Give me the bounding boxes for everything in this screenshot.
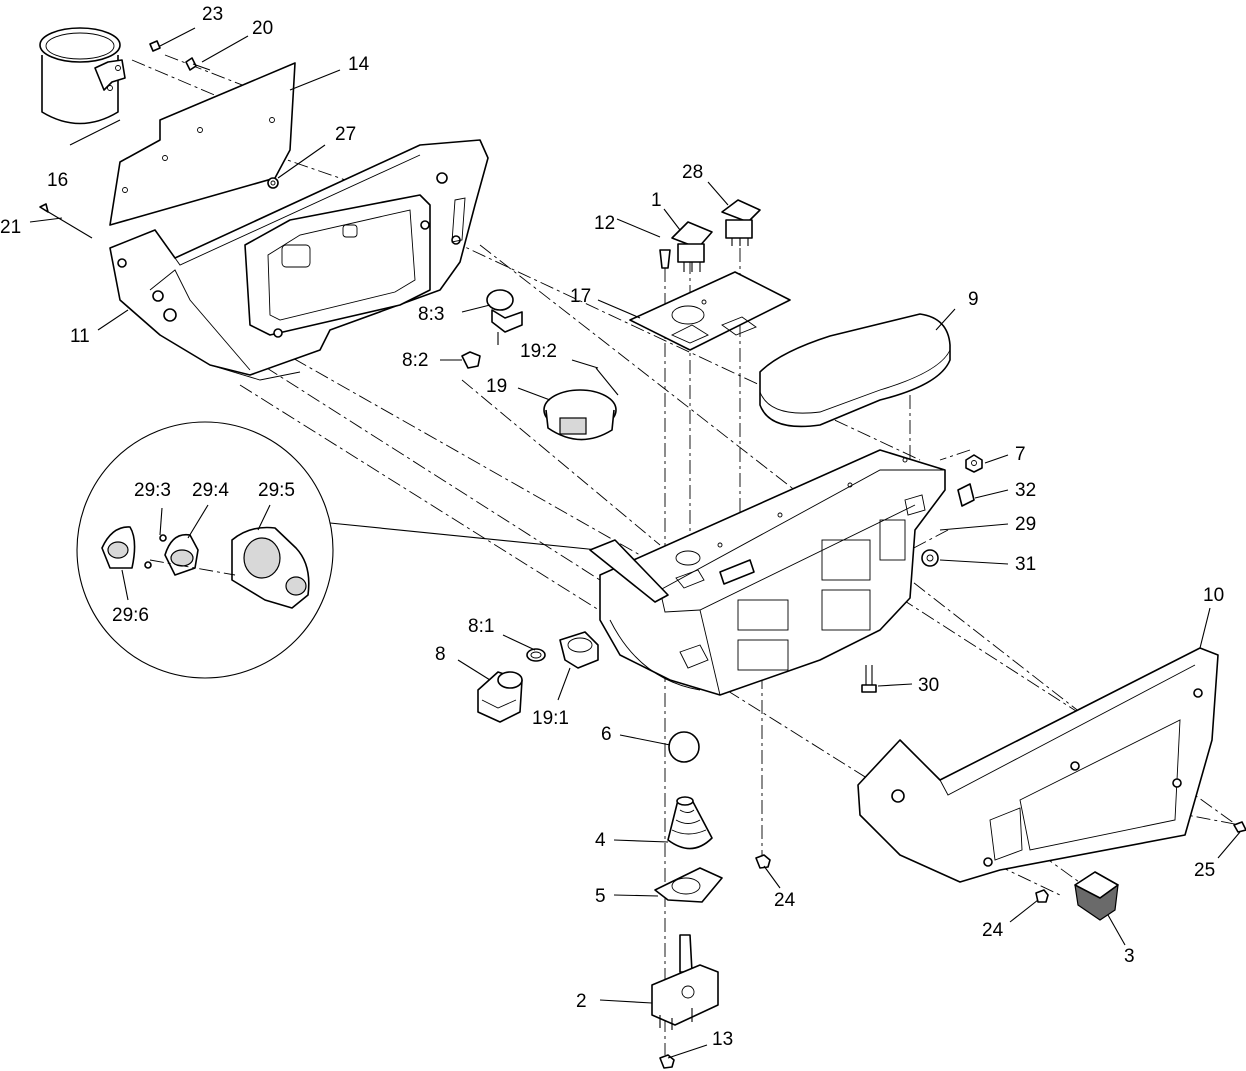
leader-lines [29, 27, 1241, 1059]
callout-12: 12 [594, 213, 615, 234]
callout-32: 32 [1015, 480, 1036, 501]
callout-11: 11 [70, 326, 90, 347]
mount-plate [589, 539, 669, 603]
knob-assembly [543, 367, 619, 441]
callout-labels: 1 2 3 4 5 6 7 8 8:1 8:2 8:3 9 10 11 12 1… [0, 4, 1224, 1050]
right-side-panel [857, 647, 1219, 883]
callout-24-right: 24 [982, 920, 1004, 941]
callout-19-2: 19:2 [520, 341, 557, 362]
callout-24-center: 24 [774, 890, 796, 911]
callout-1: 1 [651, 190, 662, 211]
callout-7: 7 [1015, 444, 1026, 465]
callout-14: 14 [348, 54, 370, 75]
detail-circle [76, 421, 599, 679]
callout-6: 6 [601, 724, 612, 745]
callout-8-2: 8:2 [402, 350, 428, 371]
arm-rest [759, 313, 951, 428]
callout-10: 10 [1203, 585, 1224, 606]
callout-20: 20 [252, 18, 273, 39]
hardware-upper-left [39, 40, 279, 239]
callout-4: 4 [595, 830, 606, 851]
callout-9: 9 [968, 289, 979, 310]
callout-29-5: 29:5 [258, 480, 295, 501]
left-side-panel [109, 139, 489, 381]
callout-27: 27 [335, 124, 356, 145]
key-switch-upper [461, 289, 523, 369]
callout-28: 28 [682, 162, 703, 183]
callout-21: 21 [0, 217, 21, 238]
callout-17: 17 [570, 286, 591, 307]
callout-29-4: 29:4 [192, 480, 229, 501]
side-plate [109, 62, 296, 226]
cup-holder [39, 27, 126, 125]
switch-group [659, 199, 761, 272]
decal-plate [629, 271, 791, 351]
callout-29-3: 29:3 [134, 480, 171, 501]
callout-8-1: 8:1 [468, 616, 494, 637]
callout-3: 3 [1124, 946, 1135, 967]
switch-housing [477, 631, 599, 723]
callout-16: 16 [47, 170, 68, 191]
callout-25: 25 [1194, 860, 1215, 881]
callout-8-3: 8:3 [418, 304, 444, 325]
callout-5: 5 [595, 886, 606, 907]
callout-19: 19 [486, 376, 507, 397]
callout-8: 8 [435, 644, 446, 665]
callout-19-1: 19:1 [532, 708, 569, 729]
callout-30: 30 [918, 675, 939, 696]
callout-2: 2 [576, 991, 587, 1012]
callout-29-6: 29:6 [112, 605, 149, 626]
callout-23: 23 [202, 4, 223, 25]
callout-13: 13 [712, 1029, 733, 1050]
joystick-stack [651, 731, 723, 1069]
callout-31: 31 [1015, 554, 1036, 575]
hardware-right [861, 454, 983, 693]
console-frame [599, 449, 946, 696]
hardware-lower [755, 821, 1246, 921]
callout-29: 29 [1015, 514, 1036, 535]
